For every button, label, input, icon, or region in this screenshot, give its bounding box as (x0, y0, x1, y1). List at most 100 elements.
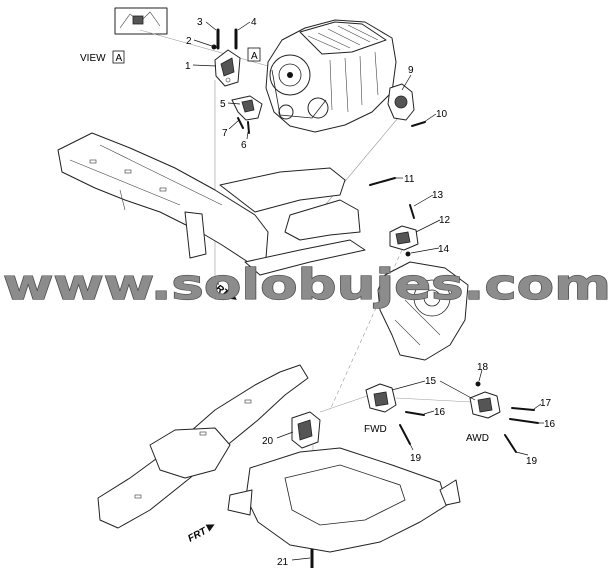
callout-9: 9 (408, 65, 414, 76)
frame-hole (124, 169, 132, 174)
transmission-assembly (377, 261, 469, 361)
frame-hole (159, 187, 167, 192)
mount-15-awd-insulator (477, 397, 493, 413)
callout-16-fwd: 16 (434, 407, 446, 418)
mount-1-insulator (220, 57, 235, 77)
bolt-19-fwd (399, 424, 411, 445)
view-marker-box (247, 47, 261, 62)
transmission-hub (423, 289, 441, 307)
mount-20-assembly (291, 411, 321, 449)
leader-19-fwd (409, 443, 414, 451)
leader-16-fwd (423, 410, 435, 415)
leader-17 (533, 403, 542, 410)
leader-7 (228, 119, 240, 130)
guide-line-awd (395, 397, 473, 403)
callout-10: 10 (436, 109, 448, 120)
mount-9-insulator (394, 95, 408, 109)
intake-runners (307, 24, 379, 51)
guide-line-fwd (319, 394, 371, 413)
leader-15-awd (439, 380, 476, 401)
mount-5-assembly (231, 95, 263, 134)
mount-15-awd-assembly (469, 381, 539, 453)
leader-3 (205, 21, 217, 31)
callouts: 3 4 2 1 5 7 6 9 10 11 13 12 14 15 16 16 … (185, 17, 556, 568)
subframe-outline (245, 447, 448, 553)
crank-pulley-inner (278, 63, 302, 87)
frame-hole (244, 399, 252, 404)
view-guide-line (139, 29, 269, 67)
mount-1-assembly (211, 28, 241, 87)
engine-assembly (265, 19, 397, 133)
callout-5: 5 (220, 99, 226, 110)
callout-12: 12 (439, 215, 451, 226)
leader-13 (413, 194, 434, 207)
idler-pulley (307, 97, 329, 119)
callout-2: 2 (186, 36, 192, 47)
watermark-text: www.solobujes.com (3, 260, 611, 309)
mount-15-fwd-assembly (365, 383, 425, 445)
bolt-7 (237, 117, 244, 129)
view-marker-letter: A (251, 51, 258, 62)
bolt-6 (247, 121, 250, 134)
leader-4 (237, 21, 251, 31)
callout-20: 20 (262, 436, 274, 447)
fwd-label: FWD (364, 424, 387, 435)
bolt-13 (409, 204, 415, 219)
lower-frame-rail (97, 364, 309, 529)
leader-12 (415, 219, 441, 233)
mount-12-assembly (389, 204, 419, 257)
mount-12-insulator (395, 231, 411, 245)
transmission-ribs (394, 299, 441, 346)
front-subframe (227, 447, 461, 553)
bolt-11 (369, 177, 396, 186)
transmission-bell (413, 279, 451, 317)
mount-15-fwd-insulator (373, 391, 389, 407)
frt-lower-arrowhead (205, 524, 215, 532)
leader-10 (423, 113, 437, 123)
view-a-label: VIEW A (80, 50, 125, 64)
leader-18 (478, 369, 483, 382)
leader-5 (227, 102, 241, 105)
nut-14 (405, 251, 411, 257)
upper-frame-rail (57, 132, 396, 276)
crank-pulley-hub (287, 72, 293, 78)
leader-15-fwd (391, 380, 426, 391)
callout-1: 1 (185, 61, 191, 72)
nut-18 (475, 381, 481, 387)
frame-hole (134, 494, 142, 499)
leader-20 (276, 431, 294, 439)
leader-19-awd (515, 451, 529, 456)
front-crossmember (219, 167, 346, 213)
callout-13: 13 (432, 190, 444, 201)
bolt-17 (511, 407, 535, 411)
callout-14: 14 (438, 244, 450, 255)
mount-5-insulator (241, 99, 255, 113)
callout-19-awd: 19 (526, 456, 538, 467)
inset-thumbnail (114, 7, 168, 35)
inset-part (132, 15, 144, 25)
view-letter-box (112, 50, 125, 64)
wheel-well-panel (149, 427, 231, 479)
leader-lines (192, 21, 544, 561)
callout-16-awd: 16 (544, 419, 556, 430)
callout-11: 11 (404, 174, 415, 185)
callout-21: 21 (277, 557, 289, 568)
leader-6 (246, 131, 249, 140)
callout-4: 4 (251, 17, 257, 28)
callout-17: 17 (540, 398, 552, 409)
right-frame-bracket (284, 199, 361, 241)
mount-9-assembly (387, 83, 426, 127)
right-control-arm-mount (439, 479, 461, 506)
frt-arrow-lower: FRT (186, 524, 215, 545)
block-ribs (329, 51, 379, 113)
leader-1 (192, 64, 217, 67)
mount-1-hole (225, 77, 231, 83)
nut-2 (211, 44, 217, 50)
bolt-16-fwd (405, 411, 425, 416)
frame-hole (89, 159, 97, 164)
callout-6: 6 (241, 140, 247, 151)
left-control-arm-mount (227, 489, 253, 516)
callout-19-fwd: 19 (410, 453, 422, 464)
leader-21 (291, 557, 311, 561)
frame-hole (199, 431, 207, 436)
